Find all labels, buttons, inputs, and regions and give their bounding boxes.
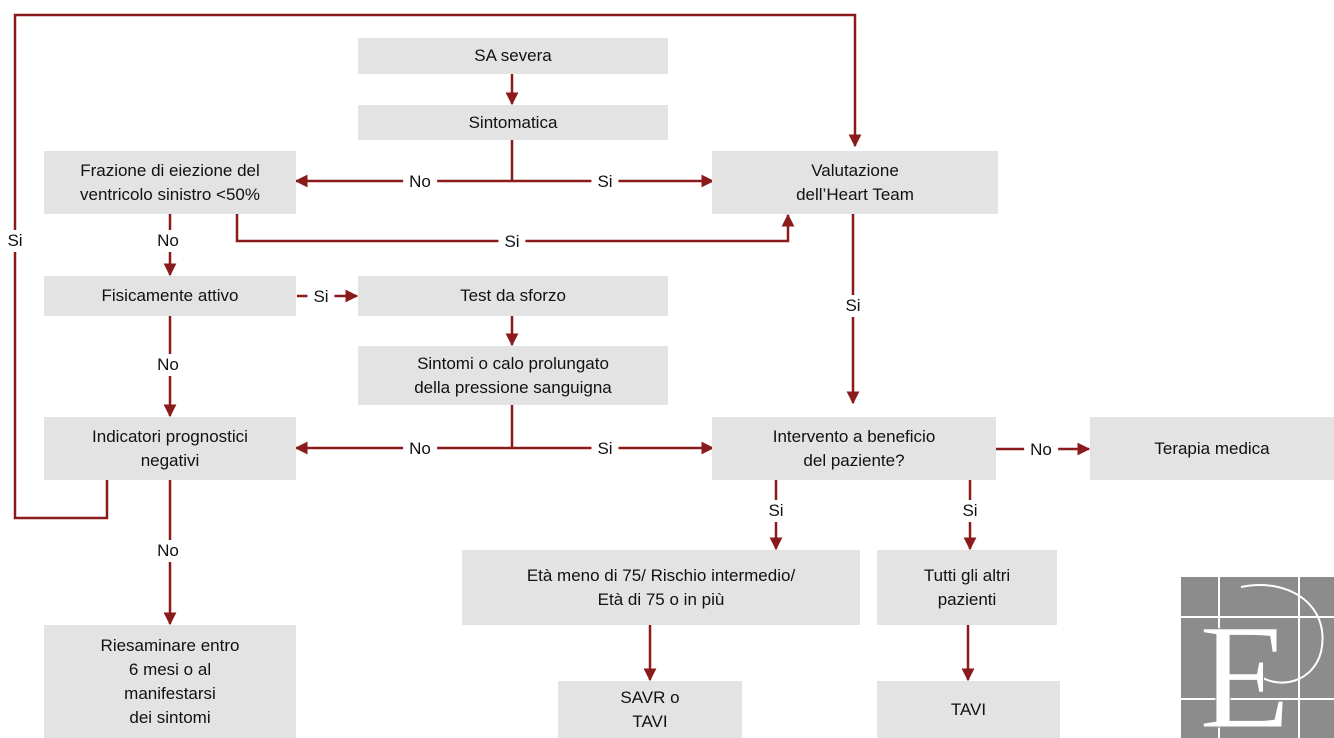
box-fisicamente-attivo: Fisicamente attivo bbox=[44, 276, 296, 316]
label-no-frazione: No bbox=[403, 171, 437, 193]
box-sintomi-calo: Sintomi o calo prolungato della pression… bbox=[358, 346, 668, 405]
box-terapia-medica: Terapia medica bbox=[1090, 417, 1334, 480]
label-no-riesaminare: No bbox=[151, 540, 185, 562]
box-indicatori-prognostici: Indicatori prognostici negativi bbox=[44, 417, 296, 480]
box-savr-tavi: SAVR o TAVI bbox=[558, 681, 742, 738]
label-no-indicatori: No bbox=[151, 354, 185, 376]
label-no-fisicamente: No bbox=[151, 230, 185, 252]
label-si-heart-team-down: Si bbox=[839, 295, 867, 317]
label-si-eta: Si bbox=[762, 500, 790, 522]
label-si-frazione-loop: Si bbox=[498, 231, 526, 253]
box-tutti-altri: Tutti gli altri pazienti bbox=[877, 550, 1057, 625]
box-valutazione-heart-team: Valutazione dell’Heart Team bbox=[712, 151, 998, 214]
svg-text:E: E bbox=[1199, 594, 1291, 738]
box-test-sforzo: Test da sforzo bbox=[358, 276, 668, 316]
label-si-test: Si bbox=[307, 286, 335, 308]
box-sa-severa: SA severa bbox=[358, 38, 668, 74]
esc-logo-icon: E bbox=[1181, 577, 1334, 738]
label-si-heart-team: Si bbox=[591, 171, 619, 193]
label-no-terapia: No bbox=[1024, 439, 1058, 461]
label-si-tutti: Si bbox=[956, 500, 984, 522]
box-eta-rischio: Età meno di 75/ Rischio intermedio/ Età … bbox=[462, 550, 860, 625]
box-intervento-beneficio: Intervento a beneficio del paziente? bbox=[712, 417, 996, 480]
label-si-intervento: Si bbox=[591, 438, 619, 460]
label-si-left-loop: Si bbox=[1, 230, 29, 252]
label-no-sintomi-left: No bbox=[403, 438, 437, 460]
box-frazione-eiezione: Frazione di eiezione del ventricolo sini… bbox=[44, 151, 296, 214]
box-riesaminare: Riesaminare entro 6 mesi o al manifestar… bbox=[44, 625, 296, 738]
connector-indicatori-si-loop-to-heart-team bbox=[13, 13, 862, 520]
box-tavi: TAVI bbox=[877, 681, 1060, 738]
box-sintomatica: Sintomatica bbox=[358, 105, 668, 140]
